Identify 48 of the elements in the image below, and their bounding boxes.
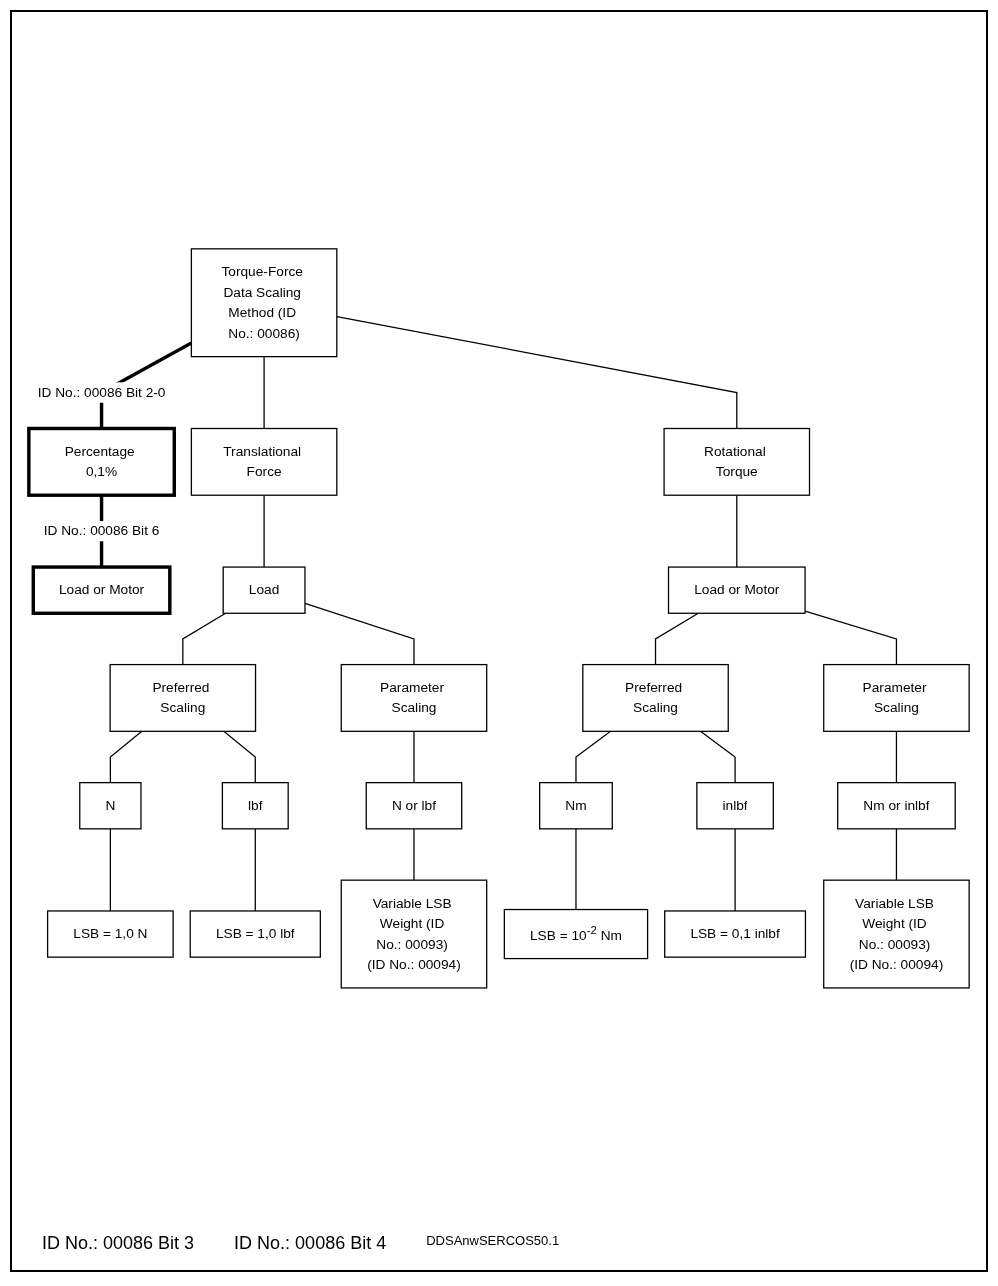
connector [413, 828, 415, 881]
node-box: Load or Motor [31, 565, 172, 616]
node-box: LSB = 0,1 inlbf [664, 910, 807, 958]
node-box: LSB = 1,0 N [47, 910, 174, 958]
connector [304, 602, 415, 666]
node-box: LSB = 1,0 lbf [189, 910, 321, 958]
connector [263, 356, 265, 430]
node-box: Load [222, 566, 306, 614]
connector [734, 828, 736, 912]
node-box: Rotational Torque [663, 427, 811, 496]
connector [263, 494, 265, 568]
connector [699, 730, 736, 784]
connector [654, 612, 699, 666]
connector [336, 316, 738, 430]
node-box: N or lbf [365, 782, 463, 830]
node-box: Parameter Scaling [823, 664, 970, 733]
edge-label: ID No.: 00086 Bit 6 [43, 523, 160, 539]
connector [413, 730, 415, 784]
connector [895, 730, 898, 784]
connector [223, 730, 256, 784]
node-box: Load or Motor [667, 566, 806, 614]
node-box: Variable LSB Weight (ID No.: 00093) (ID No.: 00094) [823, 879, 970, 989]
node-box: Preferred Scaling [582, 664, 729, 733]
connector [736, 494, 738, 568]
node-box: Percentage 0,1% [27, 426, 176, 497]
node-box: Parameter Scaling [340, 664, 488, 733]
node-box: Variable LSB Weight (ID No.: 00093) (ID No.: 00094) [340, 879, 488, 989]
node-box: Translational Force [190, 427, 338, 496]
node-box: Nm or inlbf [837, 782, 956, 830]
connector [895, 828, 898, 881]
note-text: ID No.: 00086 Bit 4 [234, 1233, 387, 1254]
node-box: lbf [221, 782, 289, 830]
node-box: Preferred Scaling [109, 664, 257, 733]
note-text: ID No.: 00086 Bit 3 [42, 1233, 195, 1254]
edge-label: ID No.: 00086 Bit 2-0 [37, 384, 166, 400]
node-box: inlbf [696, 782, 774, 830]
node-box: N [79, 782, 142, 830]
connector [575, 730, 612, 784]
node-box: Nm [539, 782, 613, 830]
connector [109, 730, 143, 784]
node-box: LSB = 10$^{-2}$ Nm [503, 909, 649, 960]
connector [109, 828, 111, 912]
connector [182, 612, 227, 666]
connector [254, 828, 256, 912]
note-text: DDSAnwSERCOS50.1 [426, 1233, 560, 1250]
connector [575, 828, 577, 911]
connector [804, 610, 898, 666]
node-box: Torque-Force Data Scaling Method (ID No.: 00086) [190, 248, 338, 358]
